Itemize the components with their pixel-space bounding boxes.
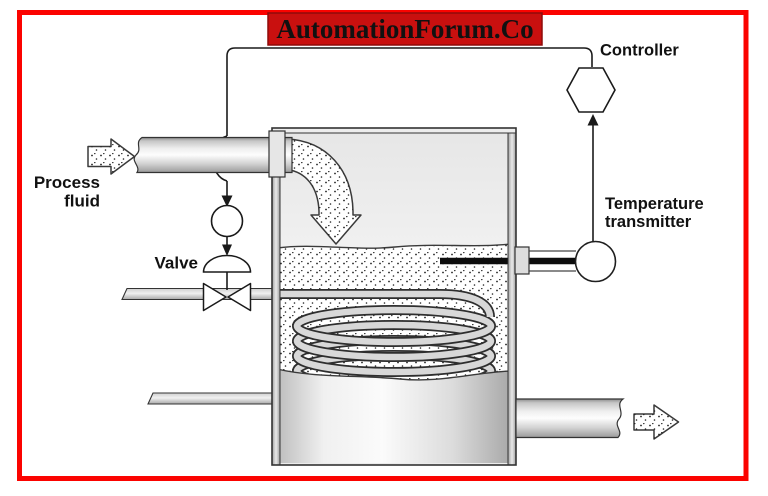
valve-body-right-icon: [227, 282, 252, 312]
inlet-flange: [268, 130, 286, 178]
tank-right-wall: [507, 127, 517, 466]
control-valve: [202, 204, 252, 312]
transmitter-circle-icon: [574, 240, 617, 283]
liquid-bottom-line: [276, 368, 512, 381]
inlet-flow-arrow-stipple: [88, 139, 135, 174]
arrowhead-down-icon: [221, 195, 233, 207]
signal-line-controller-to-valve: [226, 47, 593, 136]
banner-background: [267, 12, 543, 46]
transmitter-label-line2: transmitter: [605, 213, 692, 231]
tank: [133, 127, 576, 466]
probe-flange: [514, 246, 530, 275]
process-fluid-label-line2: fluid: [64, 192, 100, 211]
valve-label: Valve: [155, 254, 199, 273]
transmitter-label-line1: Temperature: [605, 195, 704, 213]
tank-outline: [271, 127, 517, 466]
controller-label: Controller: [600, 42, 679, 60]
pour-arrow-stipple: [287, 139, 361, 244]
outlet-pipe: [515, 398, 625, 439]
valve-positioner-icon: [210, 204, 244, 238]
inlet-pipe: [133, 136, 293, 174]
controller-hexagon-icon: [566, 67, 616, 113]
valve-actuator-dome-icon: [202, 254, 252, 273]
valve-body-left-icon: [202, 282, 227, 312]
drain-pipe: [147, 392, 278, 405]
valve-arrowhead-icon: [222, 244, 232, 256]
heating-medium-pipe: [121, 287, 278, 301]
banner-text: AutomationForum.Co: [276, 14, 533, 44]
outlet-flow-arrow-stipple: [634, 405, 679, 439]
arrowhead-up-icon: [587, 114, 599, 126]
tank-lower-shell: [277, 369, 511, 463]
liquid-surface-line: [276, 243, 512, 249]
tank-left-wall: [271, 127, 281, 466]
process-fluid-label-line1: Process: [34, 173, 100, 192]
